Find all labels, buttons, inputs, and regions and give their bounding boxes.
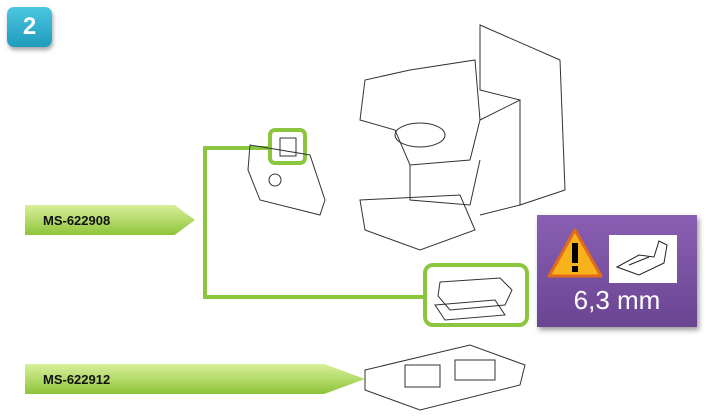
drawer-part-drawing: [434, 277, 513, 321]
base-plate-drawing: [364, 344, 526, 411]
flat-connector-icon: [615, 240, 668, 276]
panel-part-drawing: [247, 137, 326, 216]
connector-image: [609, 235, 677, 283]
part-label-ms-622908: MS-622908: [25, 205, 195, 235]
warning-box: 6,3 mm: [537, 215, 697, 327]
step-badge: 2: [7, 7, 52, 47]
machine-housing-drawing: [359, 24, 566, 251]
warning-icon: [547, 228, 603, 278]
callout-lines: [203, 128, 529, 327]
connector-size: 6,3 mm: [573, 285, 661, 315]
part-label-ms-622912: MS-622912: [25, 364, 365, 394]
